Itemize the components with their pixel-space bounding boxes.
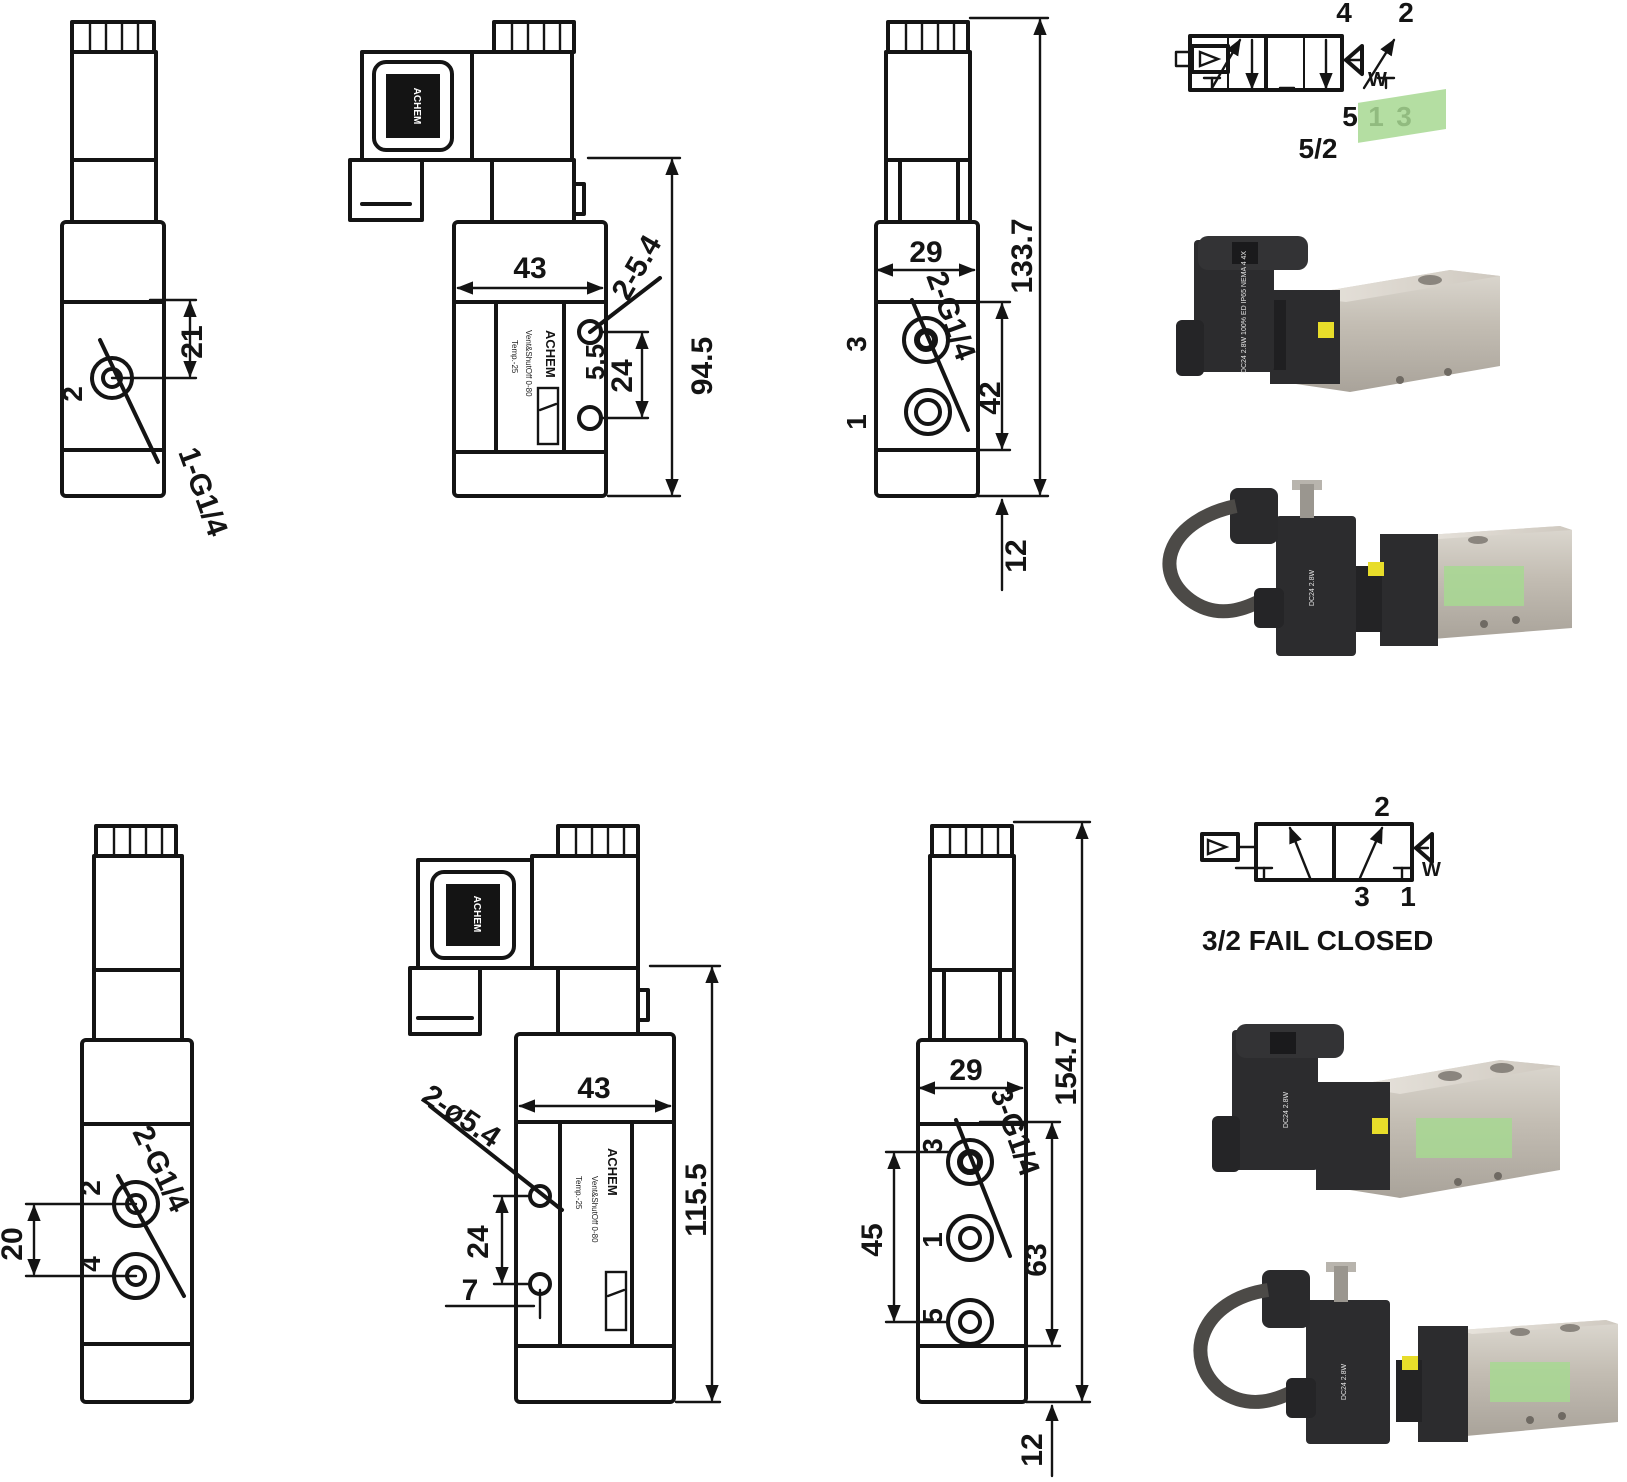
svg-text:ACHEM: ACHEM (471, 896, 482, 933)
bottom-rear-dim-63: 63 (1020, 1243, 1053, 1276)
bottom-front-port-4: 4 (75, 1256, 106, 1272)
bottom-rear-port-5: 5 (917, 1308, 948, 1324)
top-side-brand: ACHEM (543, 330, 558, 378)
top-side-dim-94-5: 94.5 (686, 337, 719, 395)
top-side-temp: Temp.-25 (510, 340, 519, 374)
bottom-rear-view: 29 3-G1/4 3 1 5 45 63 154.7 12 (856, 820, 1092, 1478)
bottom-rear-dim-154-7: 154.7 (1050, 1030, 1083, 1105)
top-rear-view: 29 2-G1/4 3 1 42 133.7 12 (841, 16, 1050, 592)
photo-4-coil-text: DC24 2.8W (1341, 1364, 1348, 1401)
bottom-rear-dim-12: 12 (1016, 1433, 1049, 1466)
symbol-5-2-caption: 5/2 (1299, 133, 1338, 164)
top-front-dim-21: 21 (176, 325, 209, 358)
photo-2-coil-text: DC24 2.8W (1309, 570, 1316, 607)
bottom-side-view: ACHEM ACHEM Temp.-25 Vent&ShutOff 0-80 4… (408, 824, 722, 1404)
bottom-side-brand: ACHEM (605, 1148, 620, 1196)
symbol-3-2: W 2 3 1 3/2 FAIL CLOSED (1200, 791, 1441, 956)
top-rear-dim-133-7: 133.7 (1006, 218, 1039, 293)
bottom-side-model: Vent&ShutOff 0-80 (590, 1176, 599, 1243)
symbol-3-2-port-3: 3 (1354, 881, 1370, 912)
svg-text:ACHEM: ACHEM (411, 88, 422, 125)
top-rear-dim-42: 42 (974, 381, 1007, 414)
bottom-side-hole-label: 2-ø5.4 (416, 1078, 507, 1154)
bottom-front-port-2: 2 (75, 1180, 106, 1196)
bottom-front-view: 20 2 4 2-G1/4 (0, 824, 196, 1404)
top-rear-port-3: 3 (841, 336, 872, 352)
bottom-side-dim-115-5: 115.5 (680, 1163, 713, 1236)
top-rear-dim-12: 12 (1000, 539, 1033, 572)
bottom-rear-port-3: 3 (917, 1138, 948, 1154)
symbol-3-2-port-2: 2 (1374, 791, 1390, 822)
top-side-coil-logo (386, 74, 440, 138)
bottom-side-coil-logo (446, 884, 500, 946)
photo-valve-3: DC24 2.8W (1212, 1024, 1560, 1198)
bottom-rear-port-1: 1 (917, 1232, 948, 1248)
top-rear-port-1: 1 (841, 414, 872, 430)
top-front-thread-label: 1-G1/4 (171, 443, 233, 541)
bottom-front-dim-20: 20 (0, 1227, 29, 1260)
top-side-view: ACHEM ACHEM Temp.-25 Vent&ShutOff 0-80 4… (348, 20, 719, 498)
photo-valve-4: DC24 2.8W (1193, 1262, 1618, 1444)
top-rear-dim-29: 29 (909, 236, 942, 269)
symbol-3-2-spring: W (1422, 859, 1441, 881)
symbol-5-2-port-2: 2 (1398, 0, 1414, 28)
symbol-5-2-spring: W (1368, 69, 1387, 91)
symbol-5-2-port-5: 5 (1342, 101, 1358, 132)
top-side-dim-24: 24 (606, 359, 639, 393)
top-side-dim-43: 43 (513, 252, 546, 285)
bottom-side-temp: Temp.-25 (574, 1176, 583, 1210)
bottom-side-dim-43: 43 (577, 1072, 610, 1105)
top-front-port-2: 2 (57, 386, 88, 402)
photo-3-coil-text: DC24 2.8W (1283, 1092, 1290, 1129)
top-side-model: Vent&ShutOff 0-80 (524, 330, 533, 397)
bottom-rear-dim-45: 45 (856, 1223, 889, 1256)
bottom-side-dim-24: 24 (462, 1225, 495, 1259)
top-front-view: 21 2 1-G1/4 (57, 20, 234, 541)
photo-valve-1: DC24 2.8W 100% ED IP65 NEMA 4 4X (1176, 88, 1500, 392)
symbol-5-2-port-4: 4 (1336, 0, 1352, 28)
top-side-dim-5-5: 5.5 (580, 344, 610, 380)
symbol-3-2-port-1: 1 (1400, 881, 1416, 912)
bottom-side-dim-7: 7 (462, 1274, 479, 1307)
symbol-3-2-caption: 3/2 FAIL CLOSED (1202, 925, 1433, 956)
top-side-hole-label: 2-5.4 (605, 230, 668, 306)
bottom-rear-dim-29: 29 (949, 1054, 982, 1087)
photo-1-coil-text: DC24 2.8W 100% ED IP65 NEMA 4 4X (1241, 251, 1248, 373)
photo-valve-2: DC24 2.8W (1162, 480, 1572, 656)
